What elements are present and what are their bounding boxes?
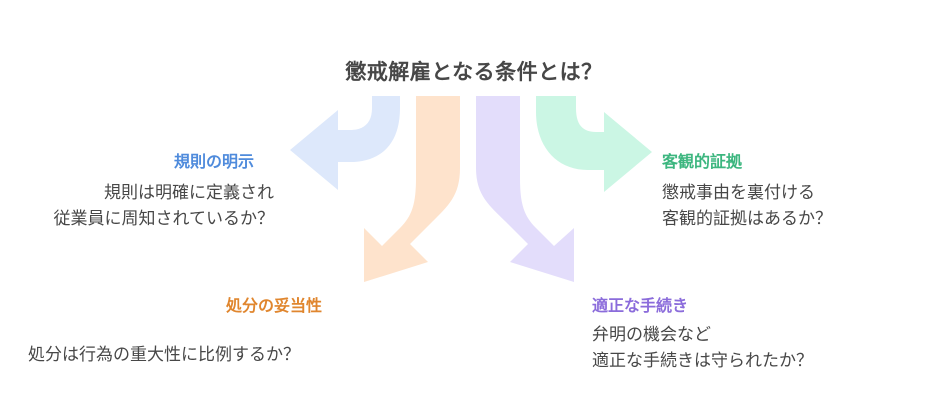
punishment-heading: 処分の妥当性 bbox=[226, 296, 323, 315]
evidence-heading: 客観的証拠 bbox=[662, 152, 743, 171]
diagram-title: 懲戒解雇となる条件とは？ bbox=[345, 60, 603, 84]
evidence-line-1: 懲戒事由を裏付ける bbox=[662, 183, 815, 203]
procedure-line-1: 弁明の機会など bbox=[592, 325, 711, 345]
green-arrow bbox=[536, 96, 652, 192]
rules-line-2: 従業員に周知されているか？ bbox=[53, 209, 275, 229]
evidence-line-2: 客観的証拠はあるか？ bbox=[662, 209, 832, 229]
blue-arrow bbox=[290, 96, 400, 190]
punishment-description: 処分は行為の重大性に比例するか？ bbox=[28, 342, 300, 368]
purple-arrow bbox=[476, 96, 574, 282]
rules-line-1: 規則は明確に定義され bbox=[104, 183, 274, 203]
rules-heading: 規則の明示 bbox=[174, 152, 255, 171]
punishment-line-1: 処分は行為の重大性に比例するか？ bbox=[28, 345, 300, 365]
rules-description: 規則は明確に定義され 従業員に周知されているか？ bbox=[54, 180, 275, 232]
procedure-line-2: 適正な手続きは守られたか？ bbox=[592, 351, 813, 371]
procedure-heading: 適正な手続き bbox=[592, 296, 689, 315]
procedure-description: 弁明の機会など 適正な手続きは守られたか？ bbox=[592, 322, 813, 374]
evidence-description: 懲戒事由を裏付ける 客観的証拠はあるか？ bbox=[662, 180, 832, 232]
orange-arrow bbox=[364, 96, 460, 282]
